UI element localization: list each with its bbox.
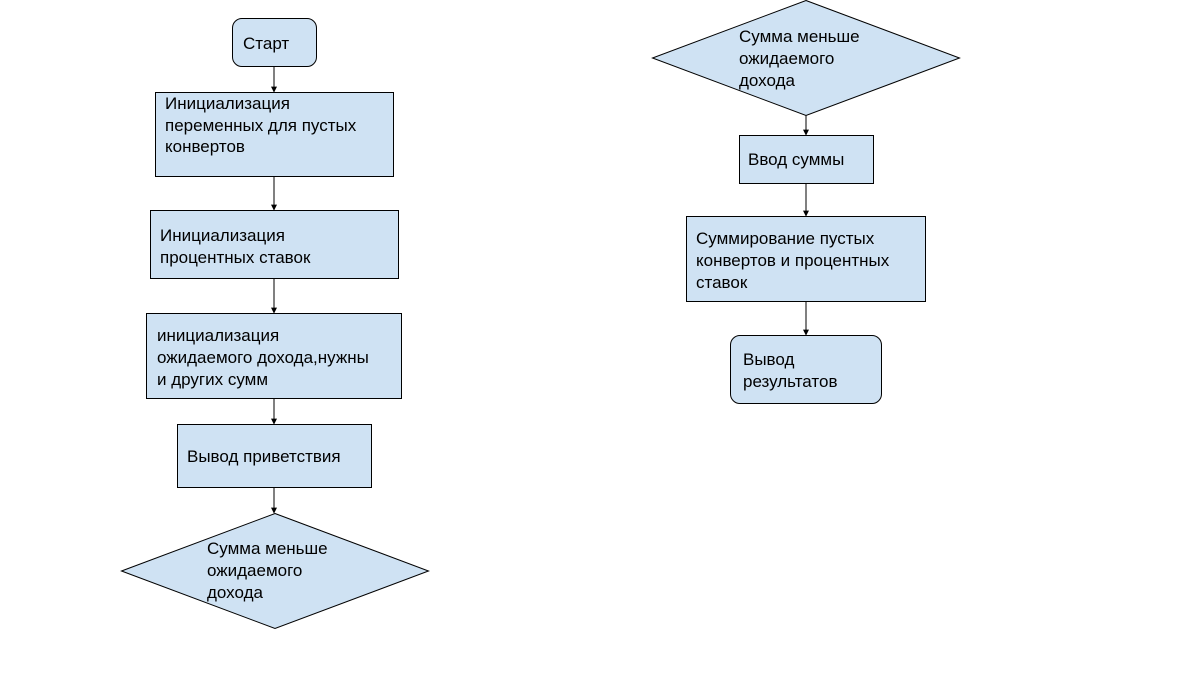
start-label: Старт bbox=[243, 34, 290, 53]
init-income-node: инициализация ожидаемого дохода,нужны и … bbox=[146, 313, 402, 399]
decision-node-right: Сумма меньше ожидаемого дохода bbox=[651, 0, 961, 117]
decision-node-left: Сумма меньше ожидаемого дохода bbox=[120, 512, 430, 630]
output-node: Вывод результатов bbox=[730, 335, 882, 404]
init-income-line-3: и других сумм bbox=[157, 370, 269, 389]
decision-shape-right bbox=[651, 0, 961, 117]
output-line-2: результатов bbox=[743, 372, 838, 391]
init-income-line-2: ожидаемого дохода,нужны bbox=[157, 348, 369, 367]
init-rates-line-1: Инициализация bbox=[160, 226, 285, 245]
summation-line-2: конвертов и процентных bbox=[696, 251, 890, 270]
init-rates-node: Инициализация процентных ставок bbox=[150, 210, 399, 279]
decision-right-line-2: ожидаемого bbox=[739, 49, 835, 68]
summation-line-1: Суммирование пустых bbox=[696, 229, 875, 248]
decision-shape-left bbox=[120, 512, 430, 630]
input-sum-node: Ввод суммы bbox=[739, 135, 874, 184]
decision-right-line-1: Сумма меньше bbox=[739, 27, 860, 46]
init-envelopes-line-3: конвертов bbox=[165, 137, 245, 156]
greeting-node: Вывод приветствия bbox=[177, 424, 372, 488]
init-income-line-1: инициализация bbox=[157, 326, 280, 345]
decision-left-line-1: Сумма меньше bbox=[207, 539, 328, 558]
input-sum-label: Ввод суммы bbox=[748, 150, 845, 169]
output-line-1: Вывод bbox=[743, 350, 795, 369]
greeting-label: Вывод приветствия bbox=[187, 447, 341, 466]
decision-right-line-3: дохода bbox=[739, 71, 795, 90]
init-envelopes-node: Инициализация переменных для пустых конв… bbox=[155, 92, 394, 177]
decision-left-line-3: дохода bbox=[207, 583, 263, 602]
decision-left-line-2: ожидаемого bbox=[207, 561, 303, 580]
init-envelopes-line-2: переменных для пустых bbox=[165, 116, 357, 135]
start-node: Старт bbox=[232, 18, 317, 67]
init-envelopes-line-1: Инициализация bbox=[165, 94, 290, 113]
summation-node: Суммирование пустых конвертов и процентн… bbox=[686, 216, 926, 302]
init-rates-line-2: процентных ставок bbox=[160, 248, 311, 267]
summation-line-3: ставок bbox=[696, 273, 748, 292]
